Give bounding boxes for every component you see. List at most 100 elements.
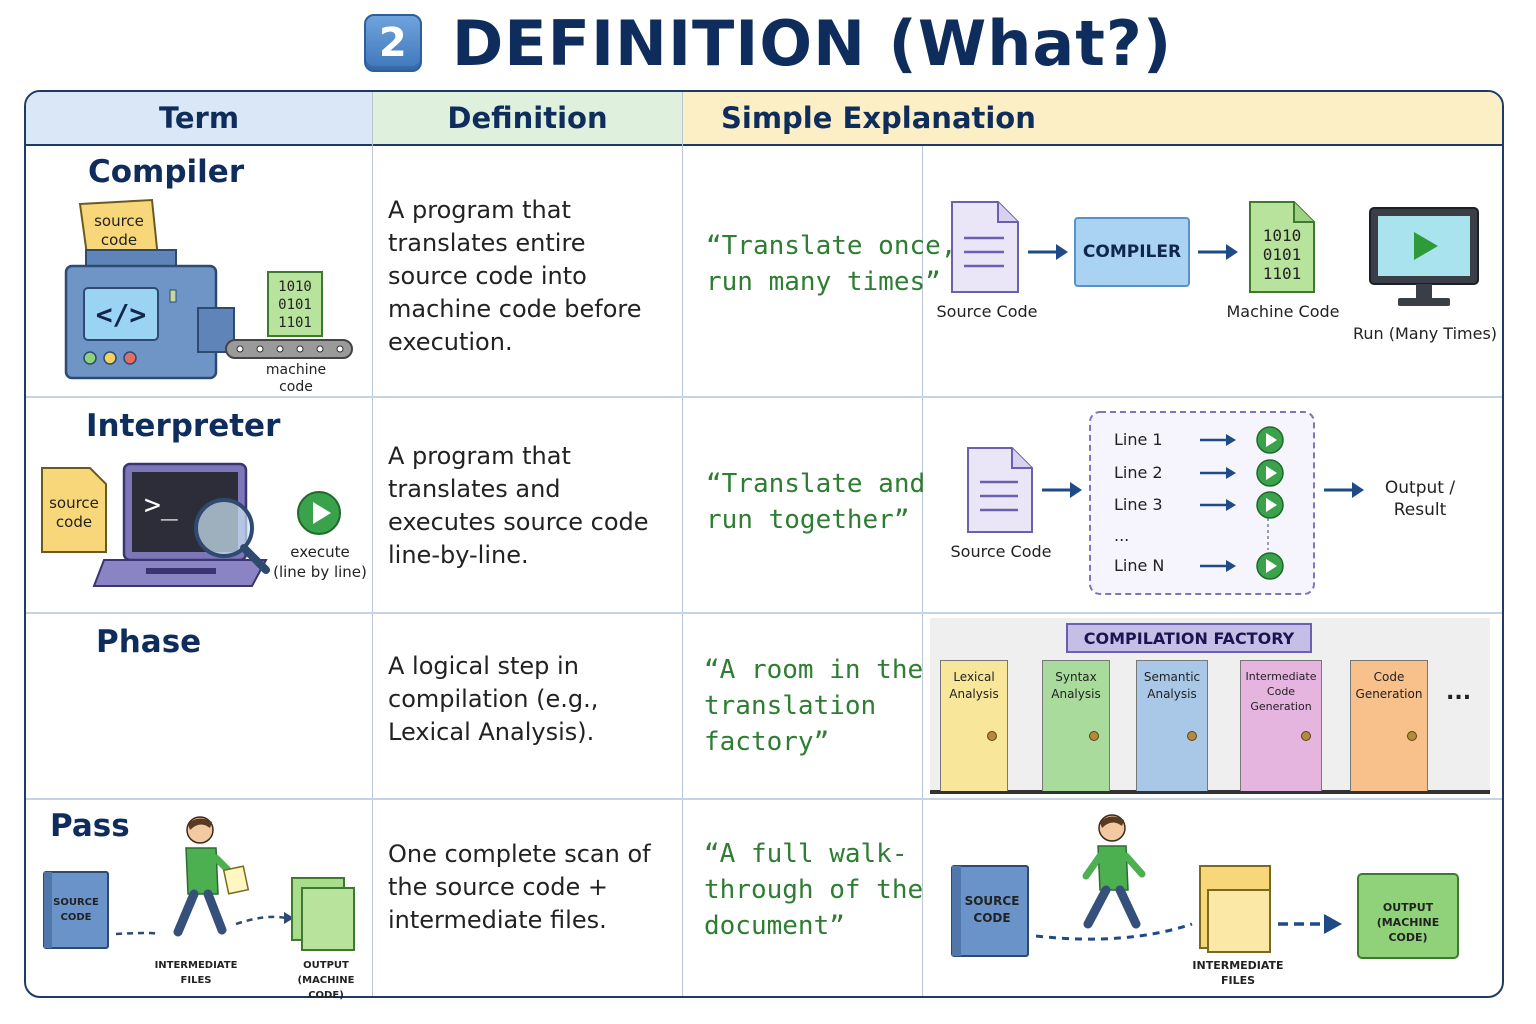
term-pass: Pass — [50, 808, 130, 844]
pass-walker-icon — [43, 816, 355, 951]
execute-play-icon — [297, 491, 341, 535]
definition-phase: A logical step in compilation (e.g., Lex… — [388, 652, 599, 746]
factory-floor — [930, 790, 1490, 794]
binary-line: 1101 — [1262, 264, 1302, 283]
door-knob-icon — [1187, 731, 1197, 741]
quote-line: “A full walk- — [704, 839, 908, 869]
interpreter-line-label: ... — [1114, 526, 1130, 545]
phase-door-label-line: Analysis — [1147, 687, 1197, 701]
definition-compiler: A program that translates entire source … — [388, 196, 642, 356]
definition-interpreter: A program that translates and executes s… — [388, 442, 649, 569]
compiler-output-label: machine code — [258, 362, 334, 396]
page-header: 2 DEFINITION (What?) — [0, 0, 1536, 86]
phase-door-label-line: Lexical — [953, 670, 995, 684]
source-code-document-icon — [967, 447, 1033, 533]
quote-pass: “A full walk- through of the document” — [704, 836, 923, 944]
interpreter-paper-label: source code — [42, 494, 106, 532]
interpreter-laptop-icon: >_ — [41, 462, 270, 587]
binary-line: 0101 — [1262, 245, 1302, 264]
arrow-right-icon — [1042, 482, 1082, 498]
flow-book-label: SOURCE CODE — [952, 893, 1032, 927]
arrow-right-icon — [1324, 482, 1364, 498]
binary-line: 1010 — [278, 279, 312, 295]
intermediate-label-line: FILES — [180, 975, 212, 986]
door-knob-icon — [1301, 731, 1311, 741]
execute-label-line: (line by line) — [273, 563, 367, 581]
source-code-document-icon — [951, 201, 1019, 293]
monitor-play-icon — [1369, 207, 1479, 306]
column-divider — [682, 92, 683, 996]
machine-code-binary: 1010 0101 1101 — [1252, 226, 1312, 283]
binary-line: 1101 — [278, 315, 312, 331]
term-interpreter: Interpreter — [86, 408, 281, 444]
phase-door-label-line: Generation — [1355, 687, 1423, 701]
term-phase: Phase — [96, 624, 202, 660]
output-label-line: code — [279, 379, 313, 395]
line-arrow-play-icon — [1200, 426, 1284, 454]
row-divider — [26, 612, 1502, 614]
line-by-line-box — [1089, 411, 1315, 595]
compiler-binary-label: 1010 0101 1101 — [268, 278, 322, 332]
column-header-explanation: Simple Explanation — [682, 92, 1502, 146]
pass-flow-diagram — [951, 814, 1459, 959]
book-label-line: SOURCE — [964, 894, 1020, 908]
output-label-line: Output / — [1384, 478, 1456, 498]
paper-label-line: source — [49, 494, 99, 512]
execute-label-line: execute — [290, 543, 350, 561]
intermediate-label-line: INTERMEDIATE — [1192, 959, 1284, 972]
phase-door-label-line: Code — [1266, 685, 1296, 698]
line-arrow-play-icon — [1200, 552, 1284, 580]
door-knob-icon — [1089, 731, 1099, 741]
output-label-line: OUTPUT — [1382, 901, 1434, 914]
compiler-box: COMPILER — [1074, 217, 1190, 287]
output-label-line: Result — [1393, 500, 1447, 520]
quote-line: run many times” — [706, 267, 941, 297]
intermediate-files-label: INTERMEDIATE FILES — [150, 958, 242, 988]
door-knob-icon — [1407, 731, 1417, 741]
row-divider — [26, 396, 1502, 398]
row-divider — [26, 798, 1502, 800]
output-label: OUTPUT (MACHINE CODE) — [280, 958, 372, 1003]
binary-line: 1010 — [1262, 226, 1302, 245]
definition-table: Term Definition Simple Explanation — [24, 90, 1504, 998]
output-label-line: (MACHINE CODE) — [297, 975, 355, 1001]
term-compiler: Compiler — [88, 154, 245, 190]
interpreter-line-label: Line 3 — [1114, 495, 1163, 514]
flow-machine-code-label: Machine Code — [1226, 302, 1340, 321]
phase-door-label-line: Semantic — [1143, 670, 1201, 684]
section-number-badge: 2 — [363, 14, 422, 72]
page-title: DEFINITION (What?) — [451, 6, 1173, 80]
flow-output-box-label: OUTPUT (MACHINE CODE) — [1358, 900, 1458, 945]
line-arrow-play-icon — [1200, 459, 1284, 487]
column-divider — [372, 92, 373, 996]
flow-source-code-label: Source Code — [950, 542, 1052, 561]
phase-door-label-line: Generation — [1250, 700, 1312, 713]
more-phases-ellipsis: ... — [1446, 680, 1472, 705]
quote-phase: “A room in the translation factory” — [704, 652, 923, 760]
quote-line: document” — [704, 911, 845, 941]
phase-door-label-line: Analysis — [949, 687, 999, 701]
intermediate-label-line: FILES — [1220, 974, 1256, 987]
book-label-line: SOURCE — [53, 897, 99, 908]
quote-line: factory” — [704, 727, 830, 757]
flow-run-label: Run (Many Times) — [1352, 324, 1498, 343]
compiler-paper-label: source code — [86, 212, 152, 250]
door-knob-icon — [987, 731, 997, 741]
output-label-line: (MACHINE CODE) — [1376, 916, 1440, 944]
flow-output-label: Output / Result — [1368, 477, 1472, 521]
column-header-definition: Definition — [372, 92, 682, 146]
phase-door-label-line: Intermediate — [1245, 670, 1317, 683]
quote-line: run together” — [706, 505, 910, 535]
quote-line: “Translate once, — [706, 231, 957, 261]
book-label-line: CODE — [60, 912, 92, 923]
phase-door-label-line: Code — [1373, 670, 1405, 684]
column-divider — [922, 146, 923, 996]
